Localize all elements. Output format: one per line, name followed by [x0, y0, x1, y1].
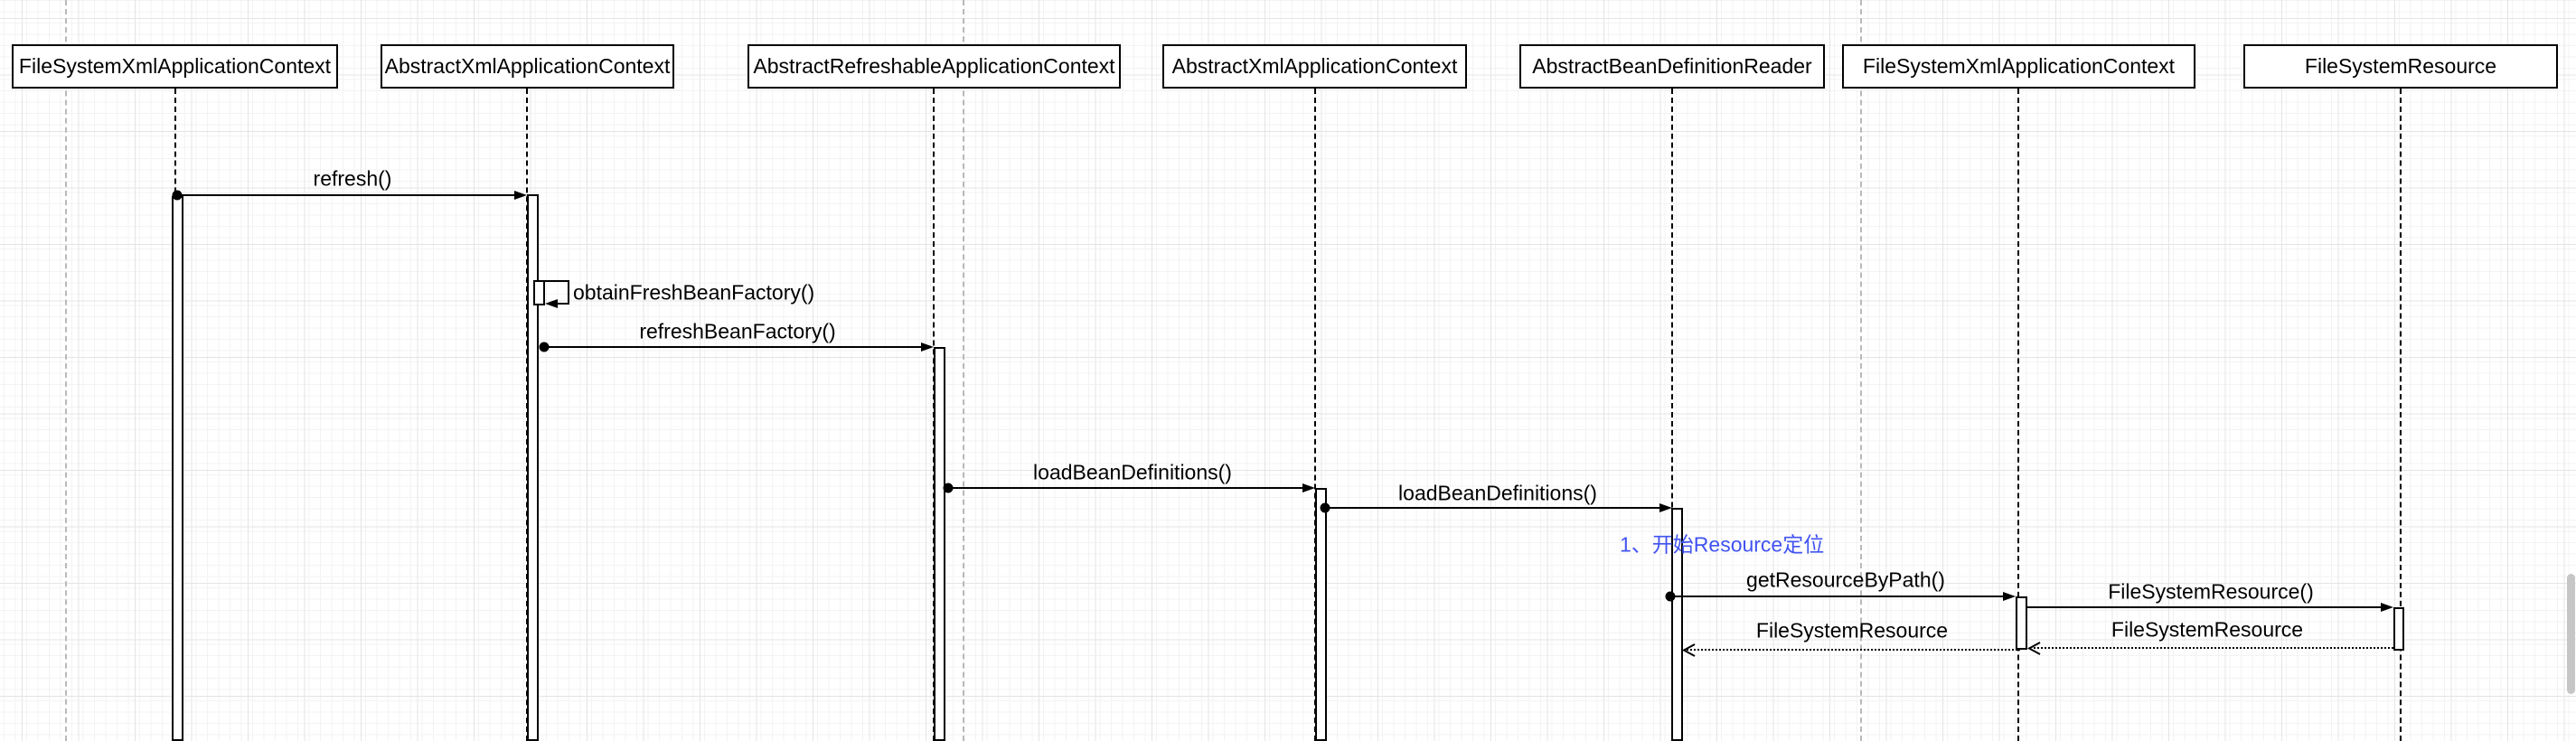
actor-header-filesystemxmlapplicationcontext-1: FileSystemXmlApplicationContext [12, 44, 338, 89]
open-arrowhead-icon [1682, 643, 1696, 657]
arrowhead-icon [921, 342, 934, 352]
actor-header-filesystemresource: FileSystemResource [2243, 44, 2558, 89]
message-line-refresh-bean-factory [544, 346, 922, 348]
arrowhead-icon [2003, 591, 2016, 601]
actor-header-abstractrefreshableapplicationcontext: AbstractRefreshableApplicationContext [747, 44, 1121, 89]
activation-bar-4 [1315, 488, 1327, 741]
self-call-side-line [568, 280, 569, 305]
lifeline-filesystemxmlapplicationcontext-2 [2017, 89, 2019, 741]
activation-bar-1 [172, 196, 183, 741]
arrowhead-icon [514, 190, 527, 200]
message-label-get-resource-by-path: getResourceByPath() [1746, 567, 1945, 592]
actor-label: AbstractBeanDefinitionReader [1532, 54, 1812, 78]
message-line-load-bean-definitions-2 [1325, 507, 1660, 509]
actor-header-abstractxmlapplicationcontext-2: AbstractXmlApplicationContext [1162, 44, 1467, 89]
message-line-get-resource-by-path [1670, 596, 2004, 597]
arrowhead-icon [1659, 502, 1672, 512]
message-origin-dot [943, 483, 954, 493]
activation-bar-7 [2393, 607, 2404, 651]
actor-label: AbstractXmlApplicationContext [384, 54, 671, 78]
arrowhead-icon [2381, 602, 2393, 612]
message-label-load-bean-definitions-1: loadBeanDefinitions() [1033, 460, 1232, 484]
lifeline-abstractbeandefinitionreader [1671, 89, 1673, 741]
open-arrowhead-icon [2027, 642, 2041, 655]
message-line-refresh [177, 194, 515, 196]
arrowhead-icon [545, 298, 558, 308]
actor-header-filesystemxmlapplicationcontext-2: FileSystemXmlApplicationContext [1842, 44, 2195, 89]
self-call-top-line [539, 280, 569, 282]
message-origin-dot [1665, 591, 1676, 602]
note-resource-location: 1、开始Resource定位 [1620, 532, 1825, 557]
message-label-obtain-fresh-bean-factory: obtainFreshBeanFactory() [573, 280, 815, 305]
arrowhead-icon [1302, 483, 1315, 492]
message-label-refresh: refresh() [313, 166, 392, 191]
self-call-bottom-line [556, 303, 569, 305]
message-origin-dot [539, 342, 550, 352]
activation-bar-6 [2016, 596, 2027, 650]
actor-header-abstractbeandefinitionreader: AbstractBeanDefinitionReader [1519, 44, 1825, 89]
page-guide-line [963, 0, 964, 741]
message-line-load-bean-definitions-1 [948, 487, 1303, 489]
lifeline-filesystemresource [2400, 89, 2402, 741]
actor-label: AbstractXmlApplicationContext [1171, 54, 1458, 78]
actor-label: FileSystemResource [2304, 54, 2497, 78]
actor-label: AbstractRefreshableApplicationContext [753, 54, 1115, 78]
actor-label: FileSystemXmlApplicationContext [1862, 54, 2176, 78]
activation-bar-5 [1671, 508, 1683, 741]
activation-bar-2 [527, 194, 539, 741]
return-line-file-system-resource-left [1684, 649, 2020, 651]
page-guide-line [65, 0, 67, 741]
message-origin-dot [1320, 502, 1330, 513]
actor-header-abstractxmlapplicationcontext-1: AbstractXmlApplicationContext [381, 44, 674, 89]
message-label-load-bean-definitions-2: loadBeanDefinitions() [1398, 481, 1597, 505]
page-guide-line [1860, 0, 1862, 741]
message-line-file-system-resource-call [2027, 606, 2382, 608]
return-label-file-system-resource-left: FileSystemResource [1755, 618, 1949, 643]
vertical-scrollbar-thumb[interactable] [2567, 574, 2575, 694]
message-origin-dot [172, 190, 183, 201]
message-label-refresh-bean-factory: refreshBeanFactory() [639, 319, 836, 343]
message-label-file-system-resource-call: FileSystemResource() [2108, 579, 2314, 604]
return-line-file-system-resource-right [2029, 647, 2393, 649]
activation-bar-2-nested [533, 280, 545, 305]
activation-bar-3 [934, 347, 945, 741]
actor-label: FileSystemXmlApplicationContext [18, 54, 332, 78]
lifeline-abstractxmlapplicationcontext-2 [1314, 89, 1316, 741]
return-label-file-system-resource-right: FileSystemResource [2111, 617, 2304, 642]
